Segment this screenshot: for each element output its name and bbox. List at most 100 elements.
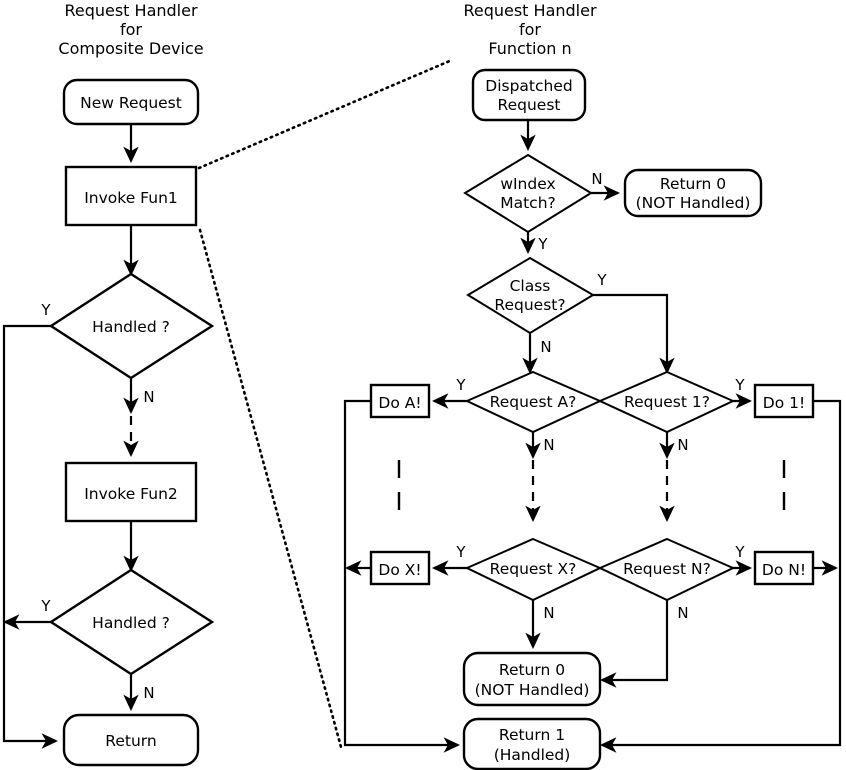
- request-1-shape: [597, 370, 736, 434]
- invoke-fun2-shape: [64, 461, 198, 523]
- request-n-no-label: N: [677, 604, 688, 622]
- return0-bottom-line-1: Return 0: [499, 661, 565, 679]
- node-handled-2[interactable]: Handled ? Y N: [40, 568, 215, 702]
- do-a-shape: [369, 383, 431, 419]
- request-n-shape: [597, 537, 736, 602]
- right-column-title: Request Handler for Function n: [463, 1, 597, 58]
- class-no-label: N: [540, 338, 551, 356]
- left-title-line-2: for: [120, 20, 142, 39]
- node-do-1[interactable]: Do 1!: [753, 383, 815, 419]
- return1-shape: [462, 717, 602, 770]
- new-request-label: New Request: [80, 94, 182, 112]
- edge-requestn-no-to-return0: [599, 600, 669, 688]
- request-x-yes-label: Y: [455, 543, 466, 561]
- callout-line-upper: [197, 58, 454, 170]
- dispatched-request-line-1: Dispatched: [485, 77, 572, 95]
- node-return0-bottom[interactable]: Return 0 (NOT Handled): [462, 651, 602, 707]
- callout-line-lower: [198, 228, 343, 749]
- windex-yes-label: Y: [537, 235, 548, 253]
- node-request-1[interactable]: Request 1? Y N: [597, 370, 745, 454]
- node-invoke-fun2[interactable]: Invoke Fun2: [64, 461, 198, 523]
- request-n-label: Request N?: [623, 560, 711, 578]
- windex-no-label: N: [591, 170, 602, 188]
- right-title-line-2: for: [519, 20, 541, 39]
- node-request-a[interactable]: Request A? Y N: [455, 370, 603, 454]
- handled-2-yes-label: Y: [40, 597, 51, 615]
- handled-2-label: Handled ?: [92, 614, 170, 632]
- node-return1[interactable]: Return 1 (Handled): [462, 717, 602, 770]
- node-invoke-fun1[interactable]: Invoke Fun1: [64, 165, 198, 227]
- class-request-shape: [466, 256, 595, 335]
- request-1-yes-label: Y: [734, 376, 745, 394]
- return-shape: [62, 713, 200, 767]
- do-a-label: Do A!: [378, 394, 421, 412]
- class-yes-label: Y: [596, 271, 607, 289]
- request-1-label: Request 1?: [624, 393, 710, 411]
- invoke-fun2-label: Invoke Fun2: [84, 485, 178, 503]
- return0-top-line-1: Return 0: [660, 175, 726, 193]
- handled-2-shape: [48, 568, 215, 676]
- node-do-a[interactable]: Do A!: [369, 383, 431, 419]
- request-x-no-label: N: [543, 604, 554, 622]
- node-request-x[interactable]: Request X? Y N: [455, 537, 603, 622]
- left-title-line-1: Request Handler: [64, 1, 198, 20]
- node-class-request[interactable]: Class Request? Y N: [466, 256, 607, 356]
- handled-1-no-label: N: [143, 388, 154, 406]
- node-return0-top[interactable]: Return 0 (NOT Handled): [623, 168, 763, 218]
- windex-match-line-2: Match?: [500, 194, 556, 212]
- return1-line-1: Return 1: [499, 726, 565, 744]
- node-dispatched-request[interactable]: Dispatched Request: [471, 68, 587, 122]
- request-a-label: Request A?: [490, 393, 577, 411]
- node-request-n[interactable]: Request N? Y N: [597, 537, 745, 622]
- class-request-line-2: Request?: [494, 296, 565, 314]
- ellipsis-marks-group: [397, 460, 786, 510]
- invoke-fun1-label: Invoke Fun1: [84, 189, 178, 207]
- do-1-label: Do 1!: [763, 394, 805, 412]
- node-do-x[interactable]: Do X!: [369, 550, 431, 586]
- return0-top-line-2: (NOT Handled): [636, 194, 751, 212]
- windex-match-line-1: wIndex: [500, 175, 555, 193]
- handled-1-yes-label: Y: [40, 301, 51, 319]
- request-a-yes-label: Y: [455, 376, 466, 394]
- handled-2-no-label: N: [143, 684, 154, 702]
- do-x-shape: [369, 550, 431, 586]
- edge-do1-to-return1: [599, 399, 842, 753]
- windex-match-shape: [463, 153, 593, 234]
- request-a-no-label: N: [543, 436, 554, 454]
- request-a-shape: [464, 370, 603, 434]
- node-windex-match[interactable]: wIndex Match? N Y: [463, 153, 603, 253]
- node-new-request[interactable]: New Request: [62, 78, 200, 126]
- left-flow-edges: [2, 123, 139, 749]
- node-return[interactable]: Return: [62, 713, 200, 767]
- right-title-line-3: Function n: [488, 39, 571, 58]
- left-column-title: Request Handler for Composite Device: [58, 1, 203, 58]
- request-n-yes-label: Y: [734, 543, 745, 561]
- handled-1-shape: [48, 272, 215, 380]
- do-n-label: Do N!: [762, 561, 806, 579]
- request-1-no-label: N: [677, 436, 688, 454]
- right-flow-edges: [343, 118, 842, 753]
- edge-class-yes-to-request1: [593, 293, 675, 375]
- return0-top-shape: [623, 168, 763, 218]
- right-title-line-1: Request Handler: [463, 1, 597, 20]
- invoke-fun1-shape: [64, 165, 198, 227]
- node-handled-1[interactable]: Handled ? Y N: [40, 272, 215, 406]
- edge-handled1-yes-to-return: [2, 324, 59, 749]
- do-x-label: Do X!: [378, 561, 421, 579]
- dispatched-request-shape: [471, 68, 587, 122]
- request-x-label: Request X?: [490, 560, 577, 578]
- return-label: Return: [105, 732, 156, 750]
- do-1-shape: [753, 383, 815, 419]
- node-do-n[interactable]: Do N!: [753, 550, 815, 586]
- new-request-shape: [62, 78, 200, 126]
- left-title-line-3: Composite Device: [58, 39, 203, 58]
- dispatched-request-line-2: Request: [498, 96, 561, 114]
- return0-bottom-shape: [462, 651, 602, 707]
- do-n-shape: [753, 550, 815, 586]
- class-request-line-1: Class: [510, 277, 551, 295]
- return1-line-2: (Handled): [494, 746, 571, 764]
- return0-bottom-line-2: (NOT Handled): [475, 681, 590, 699]
- request-x-shape: [464, 537, 603, 602]
